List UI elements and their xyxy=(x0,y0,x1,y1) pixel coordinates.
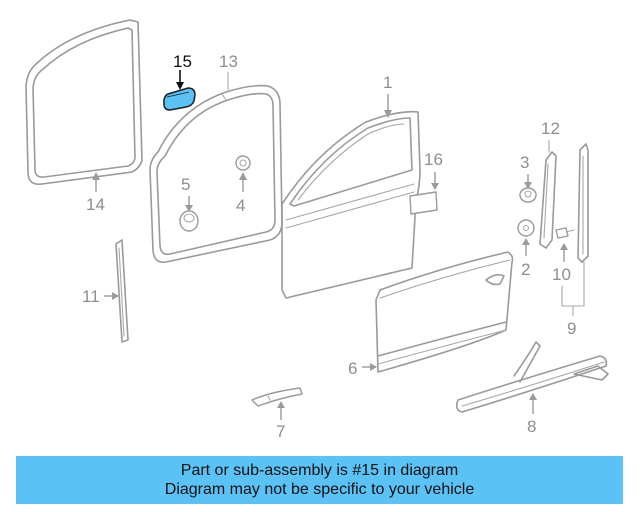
label-14: 14 xyxy=(86,195,105,214)
part-7-trim[interactable] xyxy=(251,387,303,407)
part-1-door-shell[interactable] xyxy=(281,110,421,299)
parts-diagram: 14 15 13 5 4 xyxy=(25,19,609,441)
label-11: 11 xyxy=(82,287,100,306)
part-6-door-panel[interactable] xyxy=(375,251,514,373)
label-10: 10 xyxy=(552,265,571,284)
banner-line-2: Diagram may not be specific to your vehi… xyxy=(164,481,475,498)
leader-8 xyxy=(529,393,537,414)
part-3-washer[interactable] xyxy=(519,187,537,203)
label-1: 1 xyxy=(383,73,392,92)
label-7: 7 xyxy=(276,422,285,441)
label-8: 8 xyxy=(527,417,536,436)
part-11-molding[interactable] xyxy=(115,239,129,343)
label-9: 9 xyxy=(567,319,576,338)
part-14-weatherstrip[interactable] xyxy=(25,19,143,186)
part-13-door-weatherstrip[interactable] xyxy=(149,84,283,264)
label-6: 6 xyxy=(348,359,357,378)
part-5-plug[interactable] xyxy=(179,210,199,232)
label-2: 2 xyxy=(521,260,530,279)
label-4: 4 xyxy=(236,196,245,215)
label-15: 15 xyxy=(173,52,192,71)
leader-3 xyxy=(524,174,532,189)
leader-9 xyxy=(561,261,585,317)
part-15-clip[interactable] xyxy=(163,87,196,111)
info-banner: Part or sub-assembly is #15 in diagram D… xyxy=(16,456,623,504)
leader-16 xyxy=(431,172,439,190)
leader-2 xyxy=(522,238,530,256)
leader-6 xyxy=(362,363,377,371)
label-5: 5 xyxy=(181,175,190,194)
part-8-rocker[interactable] xyxy=(455,341,609,413)
label-13: 13 xyxy=(219,52,238,71)
leader-10 xyxy=(560,243,568,262)
part-12-channel[interactable] xyxy=(539,143,589,263)
banner-line-1: Part or sub-assembly is #15 in diagram xyxy=(180,462,459,479)
leader-5 xyxy=(185,196,193,212)
part-10-bolt[interactable] xyxy=(555,227,575,239)
leader-15 xyxy=(176,70,184,90)
leader-7 xyxy=(277,401,285,420)
label-12: 12 xyxy=(541,119,560,138)
part-2-washer[interactable] xyxy=(517,219,535,237)
leader-1 xyxy=(384,94,392,118)
leader-11 xyxy=(104,292,119,300)
label-3: 3 xyxy=(520,153,529,172)
leader-14 xyxy=(92,172,100,192)
part-16-label[interactable] xyxy=(409,191,438,215)
label-16: 16 xyxy=(424,150,443,169)
part-4-grommet[interactable] xyxy=(235,155,251,171)
leader-4 xyxy=(239,172,247,192)
